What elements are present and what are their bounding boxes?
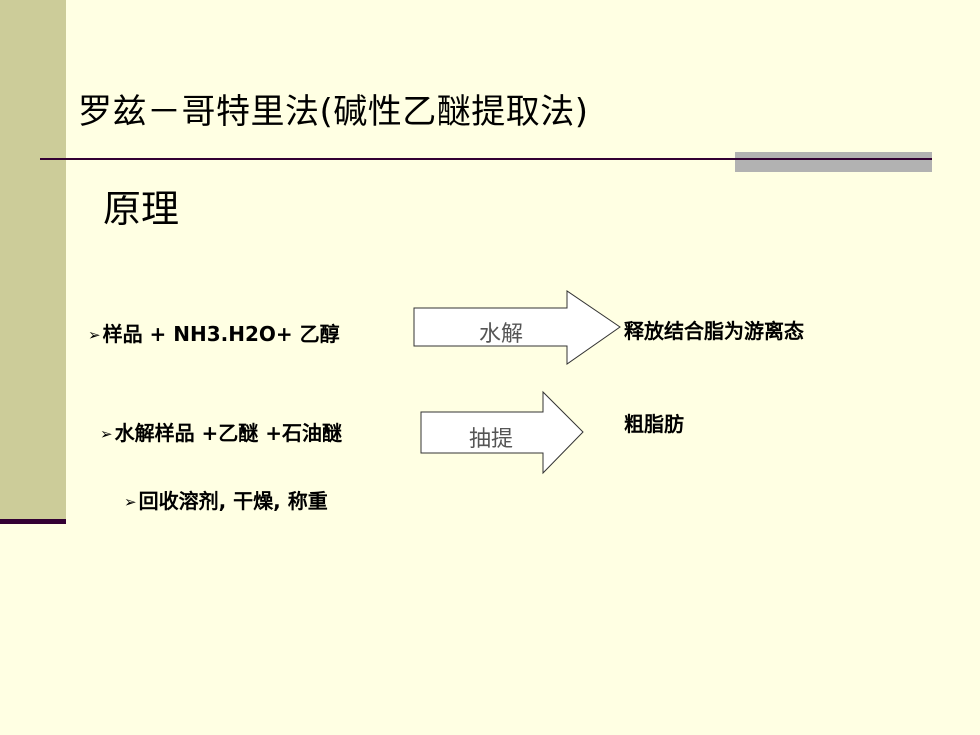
arrowhead-bullet-icon: ➢	[88, 326, 101, 344]
hydrolysis-arrow-label: 水解	[479, 322, 524, 347]
slide-title: 罗兹－哥特里法(碱性乙醚提取法)	[78, 92, 589, 132]
title-divider-accent	[735, 152, 932, 172]
step-2-text: 水解样品 +乙醚 +石油醚	[114, 421, 343, 445]
step-2-bullet: ➢水解样品 +乙醚 +石油醚	[100, 417, 342, 446]
step-1-bullet: ➢样品 + NH3.H2O+ 乙醇	[88, 318, 340, 347]
step-1-text: 样品 + NH3.H2O+ 乙醇	[102, 322, 340, 346]
arrowhead-bullet-icon: ➢	[124, 493, 137, 511]
block-arrow-icon	[420, 390, 584, 475]
extraction-arrow-label: 抽提	[469, 427, 514, 452]
step-3-text: 回收溶剂, 干燥, 称重	[138, 489, 328, 513]
title-divider	[40, 158, 932, 160]
left-decorative-band	[0, 0, 66, 522]
hydrolysis-arrow	[413, 290, 621, 365]
step-3-bullet: ➢回收溶剂, 干燥, 称重	[124, 485, 328, 514]
block-arrow-icon	[413, 290, 621, 365]
step-1-result: 释放结合脂为游离态	[624, 319, 804, 343]
step-2-result: 粗脂肪	[624, 412, 684, 436]
section-heading: 原理	[103, 187, 180, 231]
extraction-arrow	[420, 390, 584, 475]
arrowhead-bullet-icon: ➢	[100, 425, 113, 443]
left-decorative-rule	[0, 519, 66, 524]
